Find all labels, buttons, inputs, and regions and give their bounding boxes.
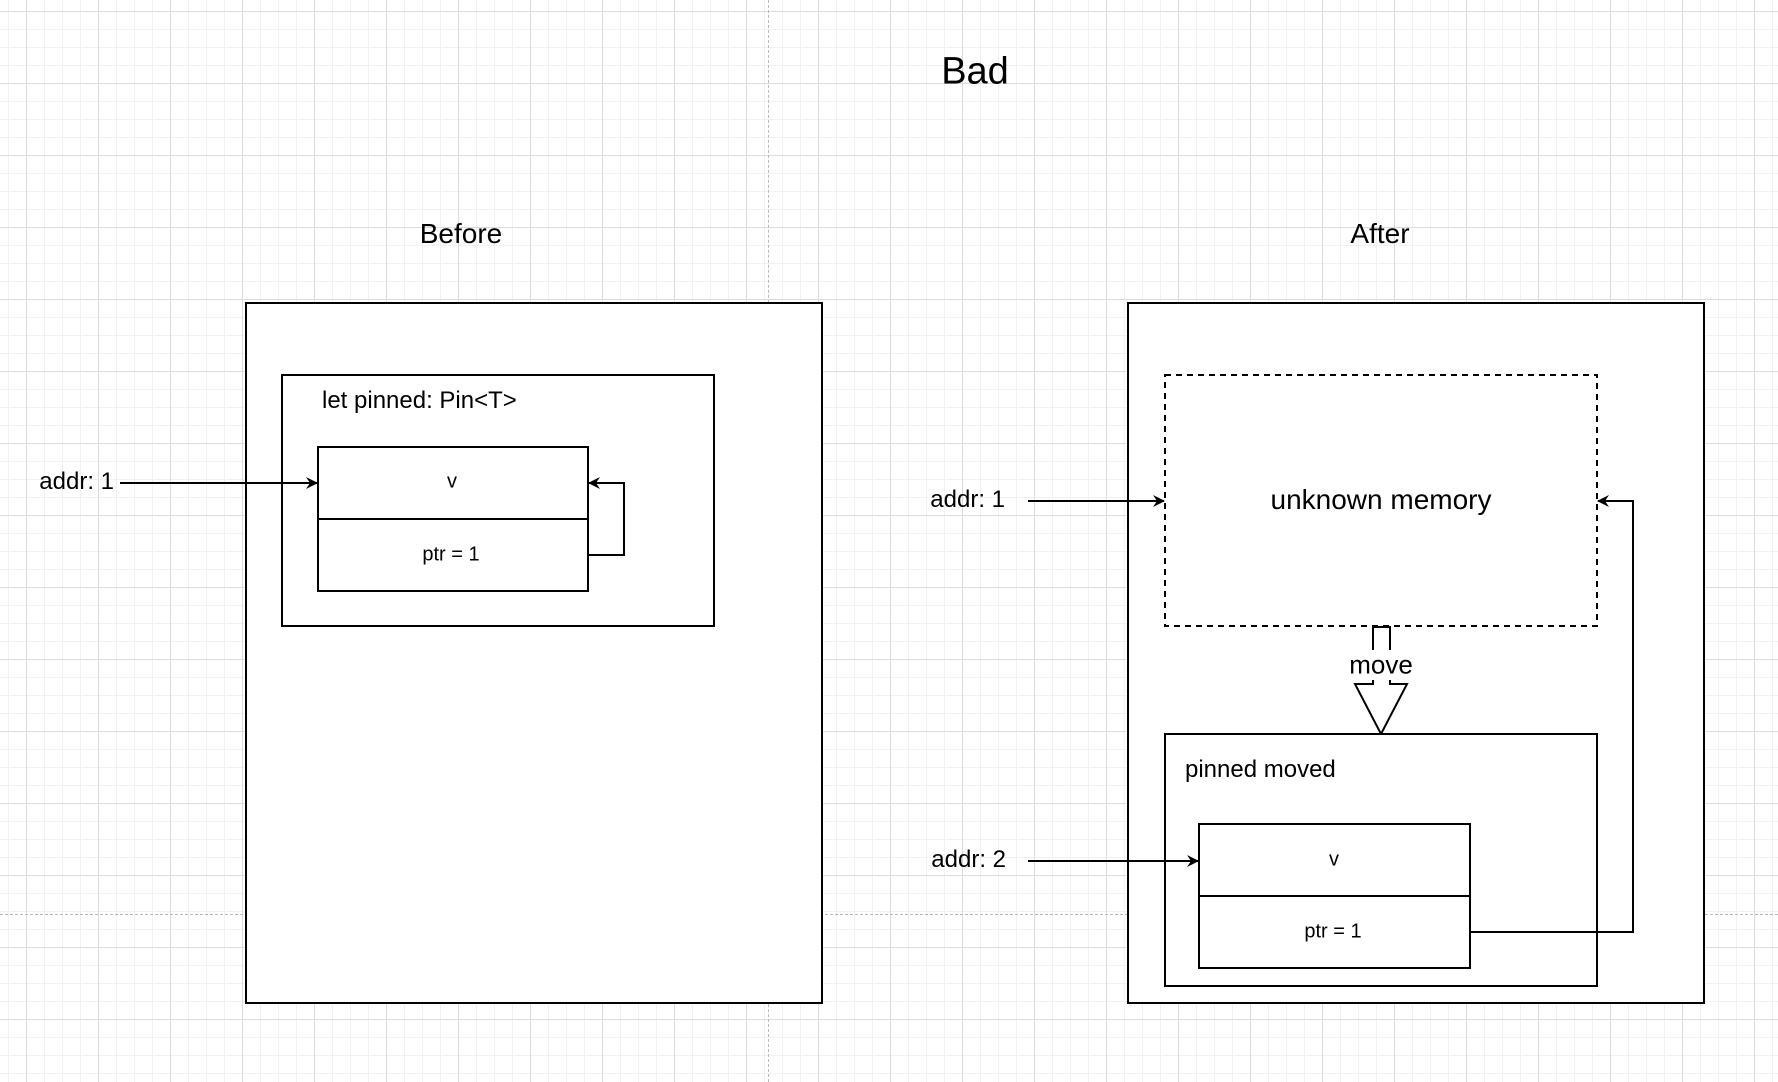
move-label-bg <box>1344 650 1418 680</box>
before-self-pointer-arrow[interactable] <box>588 477 625 556</box>
after-field-ptr-box[interactable] <box>1198 895 1471 969</box>
before-field-ptr-label: ptr = 1 <box>422 543 480 566</box>
before-addr1-label: addr: 1 <box>39 468 114 495</box>
unknown-memory-label: unknown memory <box>1270 484 1492 515</box>
before-heading: Before <box>419 218 503 249</box>
dangling-pointer-arrow[interactable] <box>1470 495 1634 933</box>
after-field-ptr-label: ptr = 1 <box>1304 920 1362 943</box>
move-block-arrow[interactable] <box>1353 626 1409 737</box>
after-field-v-label: v <box>1329 848 1339 871</box>
unknown-memory-box[interactable] <box>1164 374 1598 627</box>
before-field-v-label: v <box>447 470 457 493</box>
after-addr2-label: addr: 2 <box>931 846 1006 873</box>
after-heading: After <box>1350 218 1410 249</box>
pinned-moved-label: pinned moved <box>1185 756 1336 783</box>
diagram-title: Bad <box>941 50 1009 93</box>
before-field-ptr-box[interactable] <box>317 518 589 592</box>
after-addr1-label: addr: 1 <box>930 486 1005 513</box>
move-label: move <box>1349 649 1413 680</box>
page-break-horizontal <box>0 914 1778 915</box>
before-container-label: let pinned: Pin<T> <box>322 387 517 414</box>
